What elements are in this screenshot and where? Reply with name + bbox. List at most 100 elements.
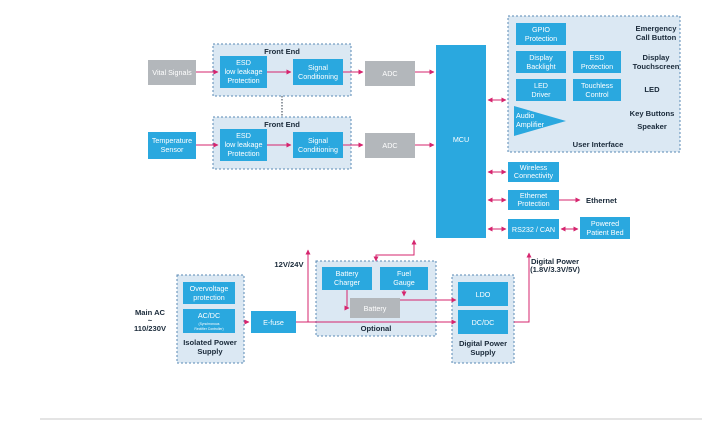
esd-protection-block-2 — [220, 129, 267, 161]
gpio-protection-block — [516, 23, 566, 45]
acdc-label: AC/DC — [198, 311, 220, 320]
ethernet-label: Ethernet — [586, 196, 617, 205]
voltage-12-24-label: 12V/24V — [274, 260, 304, 269]
touchless-line1: Touchless — [581, 81, 613, 90]
overvoltage-line1: Overvoltage — [190, 284, 229, 293]
isolated-title-line1: Isolated Power — [183, 338, 237, 347]
main-ac-line1: Main AC — [135, 308, 166, 317]
wireless-connectivity-block — [508, 162, 559, 182]
display-backlight-block — [516, 51, 566, 73]
efuse-label: E-fuse — [263, 318, 284, 327]
mcu-label: MCU — [453, 135, 469, 144]
temperature-sensor-block — [148, 132, 196, 159]
digital-output-line2: (1.8V/3.3V/5V) — [530, 265, 580, 274]
display-line1: Display — [642, 53, 670, 62]
signal-2-line2: Conditioning — [298, 145, 338, 154]
gpio-line1: GPIO — [532, 25, 550, 34]
esd-protection-block-1 — [220, 56, 267, 88]
esd-2-line3: Protection — [227, 149, 259, 158]
signal-1-line1: Signal — [308, 63, 328, 72]
esd-2-line1: ESD — [236, 131, 251, 140]
signal-conditioning-block-2 — [293, 132, 343, 158]
dcdc-label: DC/DC — [472, 318, 495, 327]
audio-line1: Audio — [516, 111, 534, 120]
powered-patient-bed-block — [580, 217, 630, 239]
fuel-line1: Fuel — [397, 269, 411, 278]
ui-esd-line2: Protection — [581, 62, 613, 71]
acdc-sub-line2: Rectifier Controller) — [194, 327, 223, 331]
ethernet-prot-line1: Ethernet — [520, 191, 547, 200]
audio-amplifier-triangle — [514, 106, 566, 136]
isolated-title-line2: Supply — [197, 347, 223, 356]
overvoltage-protection-block — [183, 282, 235, 304]
front-end-2-title: Front End — [264, 120, 300, 129]
esd-1-line1: ESD — [236, 58, 251, 67]
digital-title-line1: Digital Power — [459, 339, 507, 348]
arrow-optional-mcu — [373, 239, 417, 262]
acdc-sub-line1: (Synchronous — [199, 322, 220, 326]
adc-block-2 — [365, 133, 415, 158]
arrow-digital-power-out — [514, 252, 532, 323]
user-interface-title: User Interface — [573, 140, 624, 149]
signal-conditioning-block-1 — [293, 59, 343, 85]
battery-block — [350, 298, 400, 318]
optional-title: Optional — [361, 324, 392, 333]
adc-2-label: ADC — [382, 141, 397, 150]
temperature-line2: Sensor — [161, 145, 184, 154]
main-ac-line3: 110/230V — [134, 324, 167, 333]
digital-output-line1: Digital Power — [531, 257, 579, 266]
charger-line1: Battery — [336, 269, 359, 278]
ethernet-prot-line2: Protection — [517, 199, 549, 208]
rs232-can-label: RS232 / CAN — [512, 225, 555, 234]
display-line2: Touchscreen — [633, 62, 680, 71]
temperature-line1: Temperature — [152, 136, 192, 145]
battery-charger-block — [322, 267, 372, 290]
emergency-line2: Call Button — [636, 33, 677, 42]
bed-line1: Powered — [591, 219, 619, 228]
audio-line2: Amplifier — [516, 120, 545, 129]
vital-signals-block — [148, 60, 196, 85]
led-driver-line2: Driver — [531, 90, 551, 99]
adc-block-1 — [365, 61, 415, 86]
main-ac-line2: ~ — [148, 316, 153, 325]
backlight-line1: Display — [529, 53, 553, 62]
adc-1-label: ADC — [382, 69, 397, 78]
touchless-line2: Control — [585, 90, 609, 99]
ethernet-protection-block — [508, 190, 559, 210]
led-driver-line1: LED — [534, 81, 548, 90]
acdc-block — [183, 309, 235, 333]
charger-line2: Charger — [334, 278, 361, 287]
fuel-gauge-block — [380, 267, 428, 290]
led-label: LED — [644, 85, 660, 94]
esd-1-line2: low leakage — [225, 67, 263, 76]
ldo-label: LDO — [476, 290, 491, 299]
ldo-block — [458, 282, 508, 306]
ui-esd-line1: ESD — [590, 53, 605, 62]
backlight-line2: Backlight — [526, 62, 555, 71]
esd-protection-ui-block — [573, 51, 621, 73]
digital-title-line2: Supply — [470, 348, 496, 357]
esd-1-line3: Protection — [227, 76, 259, 85]
rs232-can-block — [508, 219, 559, 239]
efuse-block — [251, 311, 296, 333]
key-buttons-label: Key Buttons — [630, 109, 675, 118]
wireless-line2: Connectivity — [514, 171, 554, 180]
signal-connectors — [196, 69, 581, 325]
bed-line2: Patient Bed — [586, 228, 623, 237]
vital-signals-label: Vital Signals — [152, 68, 192, 77]
battery-label: Battery — [364, 304, 387, 313]
signal-2-line1: Signal — [308, 136, 328, 145]
led-driver-block — [516, 79, 566, 101]
fuel-line2: Gauge — [393, 278, 415, 287]
wireless-line1: Wireless — [520, 163, 548, 172]
esd-2-line2: low leakage — [225, 140, 263, 149]
mcu-block — [436, 45, 486, 238]
front-end-1-title: Front End — [264, 47, 300, 56]
speaker-label: Speaker — [637, 122, 667, 131]
gpio-line2: Protection — [525, 34, 557, 43]
emergency-line1: Emergency — [636, 24, 678, 33]
signal-1-line2: Conditioning — [298, 72, 338, 81]
overvoltage-line2: protection — [193, 293, 225, 302]
dcdc-block — [458, 310, 508, 334]
